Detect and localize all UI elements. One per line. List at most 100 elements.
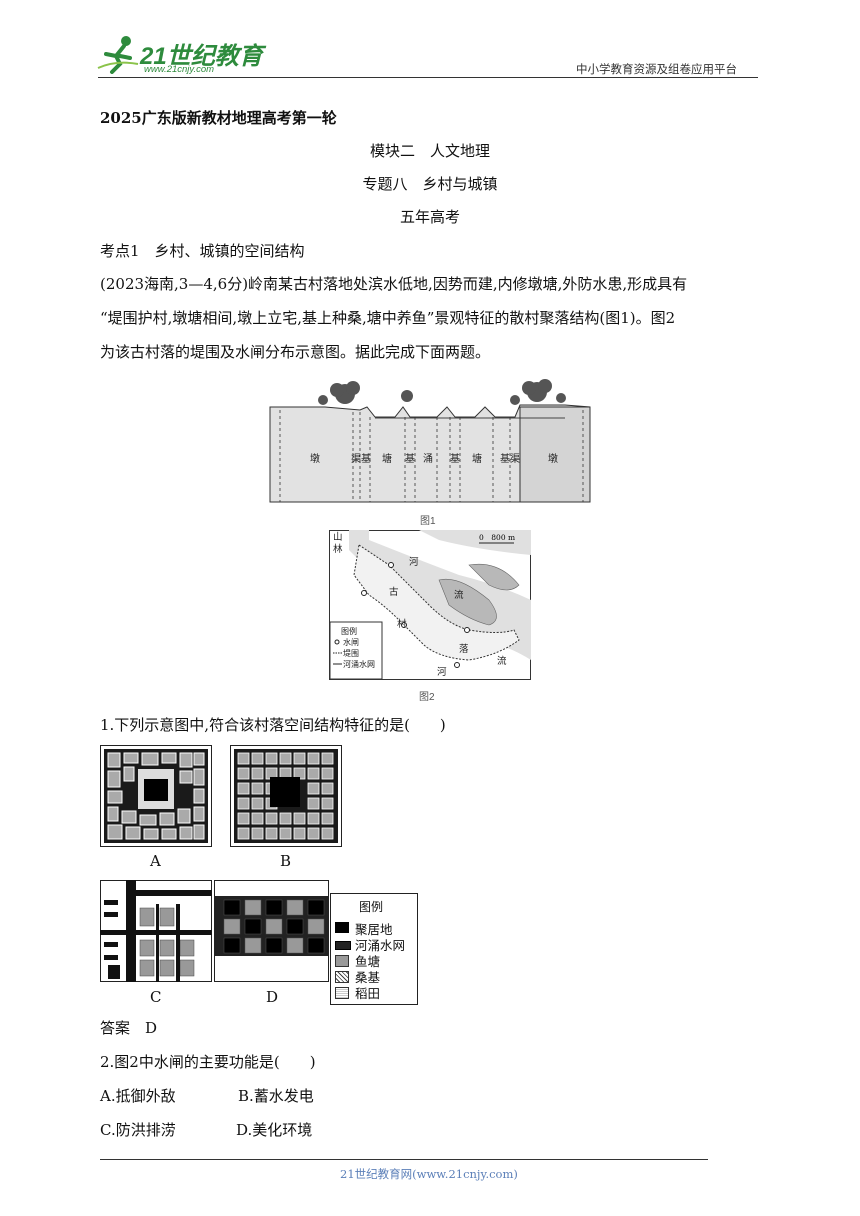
grid-cell <box>237 782 250 795</box>
grid-cell <box>237 752 250 765</box>
grid-cell <box>244 899 262 916</box>
grid-cell <box>307 812 320 825</box>
header-divider <box>98 77 758 78</box>
question-1: 1.下列示意图中,符合该村落空间结构特征的是( ) <box>100 716 446 734</box>
swatch-paddy <box>335 987 349 999</box>
legend-fishpond: 鱼塘 <box>355 954 381 969</box>
grid-cell <box>321 827 334 840</box>
intro-line-3: 为该古村落的堤围及水闸分布示意图。据此完成下面两题。 <box>100 343 491 361</box>
map-scale: 0 800 m <box>479 533 515 542</box>
footer-text: 21世纪教育网(www.21cnjy.com) <box>340 1167 518 1181</box>
grid-cell <box>223 899 241 916</box>
q2-option-b[interactable]: B.蓄水发电 <box>238 1087 314 1105</box>
grid-cell <box>265 752 278 765</box>
grid-cell <box>237 767 250 780</box>
grid-cell <box>321 767 334 780</box>
option-c-diagram[interactable] <box>100 880 212 982</box>
figure-2: 0 800 m 山 林 河 流 古 村 落 河 流 图例 水闸 堤围 河涌水网 … <box>329 530 531 705</box>
fig1-label: 涌 <box>423 453 433 465</box>
section-title: 五年高考 <box>399 208 460 226</box>
map-legend-item: 水闸 <box>343 637 359 647</box>
logo-text: 21世纪教育 <box>140 43 263 70</box>
map-label: 林 <box>333 543 343 555</box>
grid-cell <box>244 937 262 954</box>
q2-option-d[interactable]: D.美化环境 <box>236 1121 313 1139</box>
grid-cell <box>237 797 250 810</box>
grid-cell <box>307 797 320 810</box>
grid-cell <box>279 812 292 825</box>
grid-cell <box>321 752 334 765</box>
grid-cell <box>265 918 283 935</box>
option-a-label: A <box>150 852 161 870</box>
swatch-settlement <box>335 922 349 933</box>
fig1-label: 墩 <box>548 452 558 465</box>
grid-cell <box>286 918 304 935</box>
map-label: 流 <box>497 655 507 667</box>
grid-cell <box>307 918 325 935</box>
fig1-label: 塘 <box>472 452 482 465</box>
module-title: 模块二 人文地理 <box>369 142 490 160</box>
map-label: 落 <box>459 643 469 655</box>
village-map: 0 800 m 山 林 河 流 古 村 落 河 流 图例 水闸 堤围 河涌水网 <box>329 530 531 680</box>
grid-cell <box>307 782 320 795</box>
map-label: 村 <box>397 618 407 630</box>
q2-option-c[interactable]: C.防洪排涝 <box>100 1121 176 1139</box>
option-b-diagram[interactable] <box>230 745 342 847</box>
figure-1: 墩 渠 基 塘 基 涌 基 塘 基 渠 墩 图1 <box>265 372 595 530</box>
option-b-label: B <box>280 852 292 870</box>
map-label: 山 <box>333 532 343 543</box>
grid-cell <box>293 752 306 765</box>
platform-name: 中小学教育资源及组卷应用平台 <box>576 62 737 76</box>
q2-option-a[interactable]: A.抵御外敌 <box>100 1087 176 1105</box>
grid-cell <box>251 797 264 810</box>
grid-cell <box>279 827 292 840</box>
grid-cell <box>251 752 264 765</box>
fig1-label: 塘 <box>382 452 392 465</box>
logo-url: www.21cnjy.com <box>144 64 215 75</box>
option-a-diagram[interactable] <box>100 745 212 847</box>
grid-cell <box>265 812 278 825</box>
grid-cell <box>307 752 320 765</box>
question-2: 2.图2中水闸的主要功能是( ) <box>100 1053 316 1071</box>
logo[interactable]: 21世纪教育 www.21cnjy.com <box>96 34 266 76</box>
grid-cell <box>237 827 250 840</box>
figure-2-caption: 图2 <box>419 692 435 703</box>
intro-line-1: (2023海南,3—4,6分)岭南某古村落地处滨水低地,因势而建,内修墩塘,外防… <box>100 275 688 293</box>
option-d-diagram[interactable] <box>214 880 329 982</box>
fig1-label: 渠 <box>510 453 520 465</box>
topic-title: 专题八 乡村与城镇 <box>362 175 498 193</box>
grid-cell <box>279 752 292 765</box>
grid-cell <box>293 827 306 840</box>
map-label: 河 <box>437 666 447 678</box>
fig1-label: 基 <box>500 452 510 465</box>
legend-waterway: 河涌水网 <box>355 938 406 953</box>
tree-icon <box>318 379 566 405</box>
fig1-label: 墩 <box>310 452 320 465</box>
map-legend-item: 河涌水网 <box>343 659 375 669</box>
option-c-label: C <box>150 988 162 1006</box>
grid-cell <box>321 782 334 795</box>
q1-legend-title: 图例 <box>359 900 384 914</box>
grid-cell <box>251 782 264 795</box>
grid-cell <box>321 812 334 825</box>
grid-cell <box>321 797 334 810</box>
fig1-label: 渠 <box>351 453 361 465</box>
grid-cell <box>265 937 283 954</box>
footer-divider <box>100 1159 708 1160</box>
kaodian-heading: 考点1 乡村、城镇的空间结构 <box>100 242 305 260</box>
runner-logo-icon <box>97 36 139 74</box>
grid-cell <box>307 899 325 916</box>
swatch-mulberry <box>335 971 349 983</box>
grid-cell <box>307 767 320 780</box>
legend-settlement: 聚居地 <box>355 922 393 937</box>
grid-cell <box>244 918 262 935</box>
fig1-label: 基 <box>361 452 371 465</box>
option-d-label: D <box>266 988 279 1006</box>
figure-1-caption: 图1 <box>420 516 436 527</box>
intro-line-2: “堤围护村,墩塘相间,墩上立宅,基上种桑,塘中养鱼”景观特征的散村聚落结构(图1… <box>100 309 676 327</box>
legend-paddy: 稻田 <box>355 986 381 1001</box>
series-title: 2025广东版新教材地理高考第一轮 <box>100 109 337 127</box>
grid-cell <box>251 827 264 840</box>
grid-cell <box>223 918 241 935</box>
swatch-waterway <box>335 941 351 950</box>
